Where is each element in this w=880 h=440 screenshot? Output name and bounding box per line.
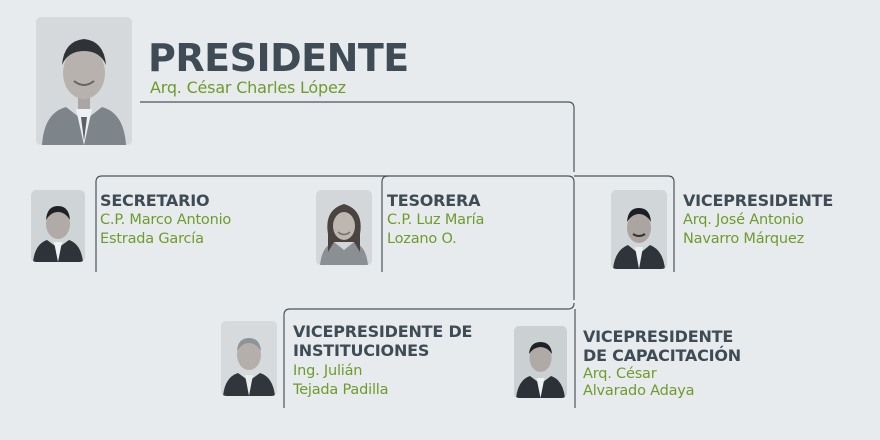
secretario-name-line1: C.P. Marco Antonio: [100, 212, 232, 228]
vp-instituciones-title-line1: VICEPRESIDENTE DE: [293, 322, 473, 341]
vicepresidente-name-line1: Arq. José Antonio: [683, 212, 804, 228]
tesorera-name-line1: C.P. Luz María: [387, 212, 485, 228]
vicepresidente-title: VICEPRESIDENTE: [683, 191, 834, 210]
secretario-title: SECRETARIO: [100, 191, 210, 210]
person-portrait-icon: [316, 190, 372, 265]
secretario-name-line2: Estrada García: [100, 231, 204, 247]
president-photo: [36, 17, 132, 145]
vicepresidente-name-line2: Navarro Márquez: [683, 231, 805, 247]
connector-vicepresidente: [574, 175, 675, 272]
person-portrait-icon: [514, 326, 567, 398]
vp-capacitacion-photo: [514, 326, 567, 398]
tesorera-photo: [316, 190, 372, 265]
president-title: PRESIDENTE: [148, 36, 409, 80]
vp-instituciones-name-line2: Tejada Padilla: [293, 382, 389, 398]
vp-capacitacion-title-line2: DE CAPACITACIÓN: [583, 346, 741, 365]
person-portrait-icon: [36, 17, 132, 145]
vp-instituciones-photo: [221, 321, 277, 396]
vp-capacitacion-title-line1: VICEPRESIDENTE: [583, 327, 734, 346]
connector-row2: [283, 302, 575, 408]
person-portrait-icon: [611, 190, 667, 269]
vp-capacitacion-name-line2: Alvarado Adaya: [583, 383, 695, 399]
secretario-photo: [31, 190, 85, 262]
tesorera-name-line2: Lozano O.: [387, 231, 457, 247]
person-portrait-icon: [31, 190, 85, 262]
connector-tesorera: [381, 175, 389, 272]
connector-president: [140, 101, 575, 172]
vp-capacitacion-name-line1: Arq. César: [583, 366, 657, 382]
tesorera-title: TESORERA: [387, 191, 481, 210]
connector-row1: [95, 175, 575, 300]
person-portrait-icon: [221, 321, 277, 396]
vicepresidente-photo: [611, 190, 667, 269]
vp-instituciones-name-line1: Ing. Julián: [293, 363, 363, 379]
president-name: Arq. César Charles López: [150, 78, 346, 97]
vp-instituciones-title-line2: INSTITUCIONES: [293, 341, 430, 360]
